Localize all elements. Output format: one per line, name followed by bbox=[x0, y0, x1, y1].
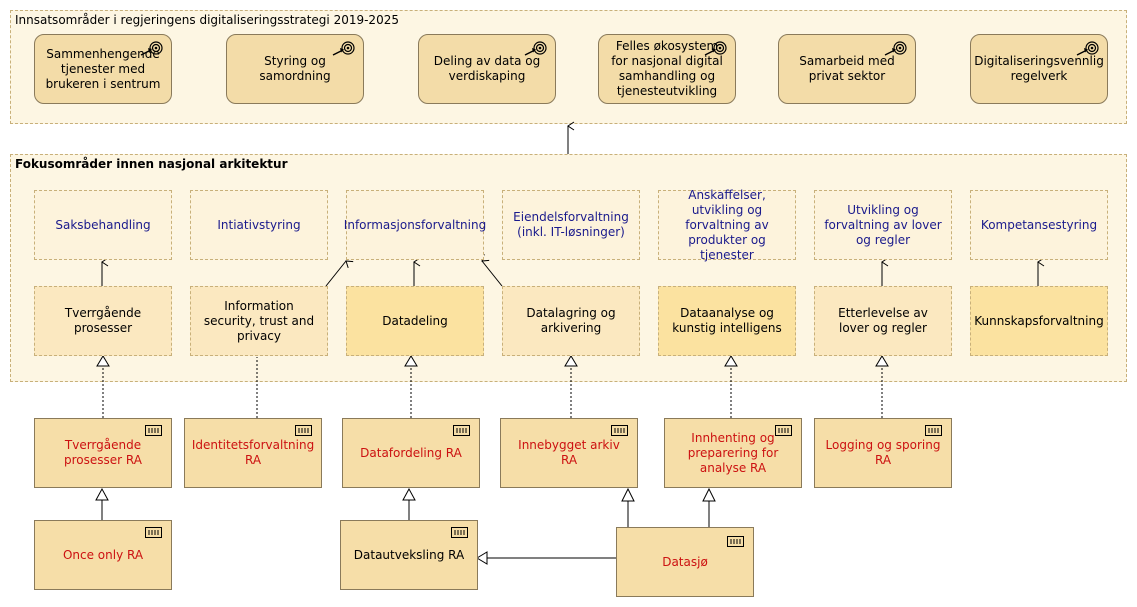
focus-group-title: Fokusområder innen nasjonal arkitektur bbox=[15, 157, 288, 171]
focus-area-node[interactable]: Kompetansestyring bbox=[970, 190, 1108, 260]
application-component-icon bbox=[295, 425, 312, 436]
goal-label: Felles økosystem for nasjonal digital sa… bbox=[611, 39, 723, 98]
specialization-triangle bbox=[95, 487, 109, 501]
goal-node[interactable]: Deling av data og verdiskaping bbox=[418, 34, 556, 104]
datasjo-node[interactable]: Datasjø bbox=[616, 527, 754, 597]
process-label: Etterlevelse av lover og regler bbox=[838, 306, 928, 335]
process-node[interactable]: Etterlevelse av lover og regler bbox=[814, 286, 952, 356]
realization-triangle bbox=[404, 355, 418, 367]
process-label: Tverrgående prosesser bbox=[64, 306, 142, 335]
ra-component-label: Innebygget arkiv RA bbox=[518, 438, 620, 467]
goal-target-icon bbox=[884, 41, 907, 56]
specialization-triangle bbox=[402, 487, 416, 501]
ra-component-node[interactable]: Innhenting og preparering for analyse RA bbox=[664, 418, 802, 488]
focus-area-label: Saksbehandling bbox=[55, 217, 151, 232]
goal-target-icon bbox=[332, 41, 355, 56]
goal-label: Sammenhengende tjenester med brukeren i … bbox=[45, 46, 161, 91]
strategy-group: Innsatsområder i regjeringens digitalise… bbox=[10, 10, 1127, 124]
focus-area-label: Anskaffelser, utvikling og forvaltning a… bbox=[685, 187, 769, 262]
process-node[interactable]: Information security, trust and privacy bbox=[190, 286, 328, 356]
goal-target-icon bbox=[524, 41, 547, 56]
specialization-triangle bbox=[621, 487, 635, 502]
application-component-icon bbox=[453, 425, 470, 436]
focus-area-label: Kompetansestyring bbox=[980, 217, 1098, 232]
process-node[interactable]: Kunnskapsforvaltning bbox=[970, 286, 1108, 356]
once-only-ra-label: Once only RA bbox=[62, 547, 144, 562]
goal-target-icon bbox=[1076, 41, 1099, 56]
focus-area-label: Utvikling og forvaltning av lover og reg… bbox=[824, 202, 942, 247]
process-node[interactable]: Datalagring og arkivering bbox=[502, 286, 640, 356]
process-label: Datadeling bbox=[382, 313, 448, 328]
goal-label: Styring og samordning bbox=[259, 54, 331, 83]
goal-label: Deling av data og verdiskaping bbox=[433, 54, 541, 83]
goal-label: Digitaliseringsvennlig regelverk bbox=[974, 54, 1104, 83]
ra-component-node[interactable]: Logging og sporing RA bbox=[814, 418, 952, 488]
realization-triangle bbox=[875, 355, 889, 367]
process-node[interactable]: Datadeling bbox=[346, 286, 484, 356]
realization-triangle bbox=[96, 355, 110, 367]
datasjo-label: Datasjø bbox=[662, 554, 708, 569]
goal-node[interactable]: Felles økosystem for nasjonal digital sa… bbox=[598, 34, 736, 104]
ra-component-label: Innhenting og preparering for analyse RA bbox=[687, 430, 779, 475]
strategy-group-title: Innsatsområder i regjeringens digitalise… bbox=[15, 13, 399, 27]
application-component-icon bbox=[727, 536, 744, 547]
goal-node[interactable]: Styring og samordning bbox=[226, 34, 364, 104]
focus-area-node[interactable]: Eiendelsforvaltning (inkl. IT-løsninger) bbox=[502, 190, 640, 260]
ra-component-label: Identitetsforvaltning RA bbox=[191, 438, 315, 467]
focus-area-node[interactable]: Saksbehandling bbox=[34, 190, 172, 260]
goal-target-icon bbox=[140, 41, 163, 56]
ra-component-node[interactable]: Tverrgående prosesser RA bbox=[34, 418, 172, 488]
datautveksling-ra-node[interactable]: Datautveksling RA bbox=[340, 520, 478, 590]
influence-arrow bbox=[481, 253, 503, 287]
process-node[interactable]: Dataanalyse og kunstig intelligens bbox=[658, 286, 796, 356]
ra-component-node[interactable]: Identitetsforvaltning RA bbox=[184, 418, 322, 488]
application-component-icon bbox=[925, 425, 942, 436]
process-label: Kunnskapsforvaltning bbox=[974, 313, 1104, 328]
application-component-icon bbox=[145, 527, 162, 538]
process-label: Information security, trust and privacy bbox=[203, 298, 315, 343]
focus-area-label: Intiativstyring bbox=[217, 217, 301, 232]
goal-node[interactable]: Sammenhengende tjenester med brukeren i … bbox=[34, 34, 172, 104]
focus-area-node[interactable]: Utvikling og forvaltning av lover og reg… bbox=[814, 190, 952, 260]
datautveksling-ra-label: Datautveksling RA bbox=[353, 547, 465, 562]
once-only-ra-node[interactable]: Once only RA bbox=[34, 520, 172, 590]
application-component-icon bbox=[145, 425, 162, 436]
focus-area-node[interactable]: Informasjonsforvaltning bbox=[343, 190, 487, 260]
application-component-icon bbox=[451, 527, 468, 538]
focus-area-node[interactable]: Intiativstyring bbox=[190, 190, 328, 260]
ra-component-node[interactable]: Datafordeling RA bbox=[342, 418, 480, 488]
realization-triangle bbox=[724, 355, 738, 367]
focus-area-label: Informasjonsforvaltning bbox=[343, 217, 487, 232]
goal-node[interactable]: Digitaliseringsvennlig regelverk bbox=[970, 34, 1108, 104]
process-label: Dataanalyse og kunstig intelligens bbox=[672, 306, 782, 335]
goal-label: Samarbeid med privat sektor bbox=[799, 54, 895, 83]
application-component-icon bbox=[611, 425, 628, 436]
application-component-icon bbox=[775, 425, 792, 436]
process-node[interactable]: Tverrgående prosesser bbox=[34, 286, 172, 356]
ra-component-node[interactable]: Innebygget arkiv RA bbox=[500, 418, 638, 488]
specialization-triangle bbox=[476, 551, 488, 565]
influence-arrow bbox=[325, 260, 354, 287]
goal-target-icon bbox=[704, 41, 727, 56]
process-label: Datalagring og arkivering bbox=[526, 306, 616, 335]
ra-component-label: Tverrgående prosesser RA bbox=[64, 438, 142, 467]
ra-component-label: Datafordeling RA bbox=[360, 445, 462, 460]
realization-triangle bbox=[564, 355, 578, 367]
specialization-triangle bbox=[702, 487, 716, 502]
focus-area-label: Eiendelsforvaltning (inkl. IT-løsninger) bbox=[513, 210, 629, 239]
focus-area-node[interactable]: Anskaffelser, utvikling og forvaltning a… bbox=[658, 187, 796, 262]
ra-component-label: Logging og sporing RA bbox=[825, 438, 941, 467]
goal-node[interactable]: Samarbeid med privat sektor bbox=[778, 34, 916, 104]
